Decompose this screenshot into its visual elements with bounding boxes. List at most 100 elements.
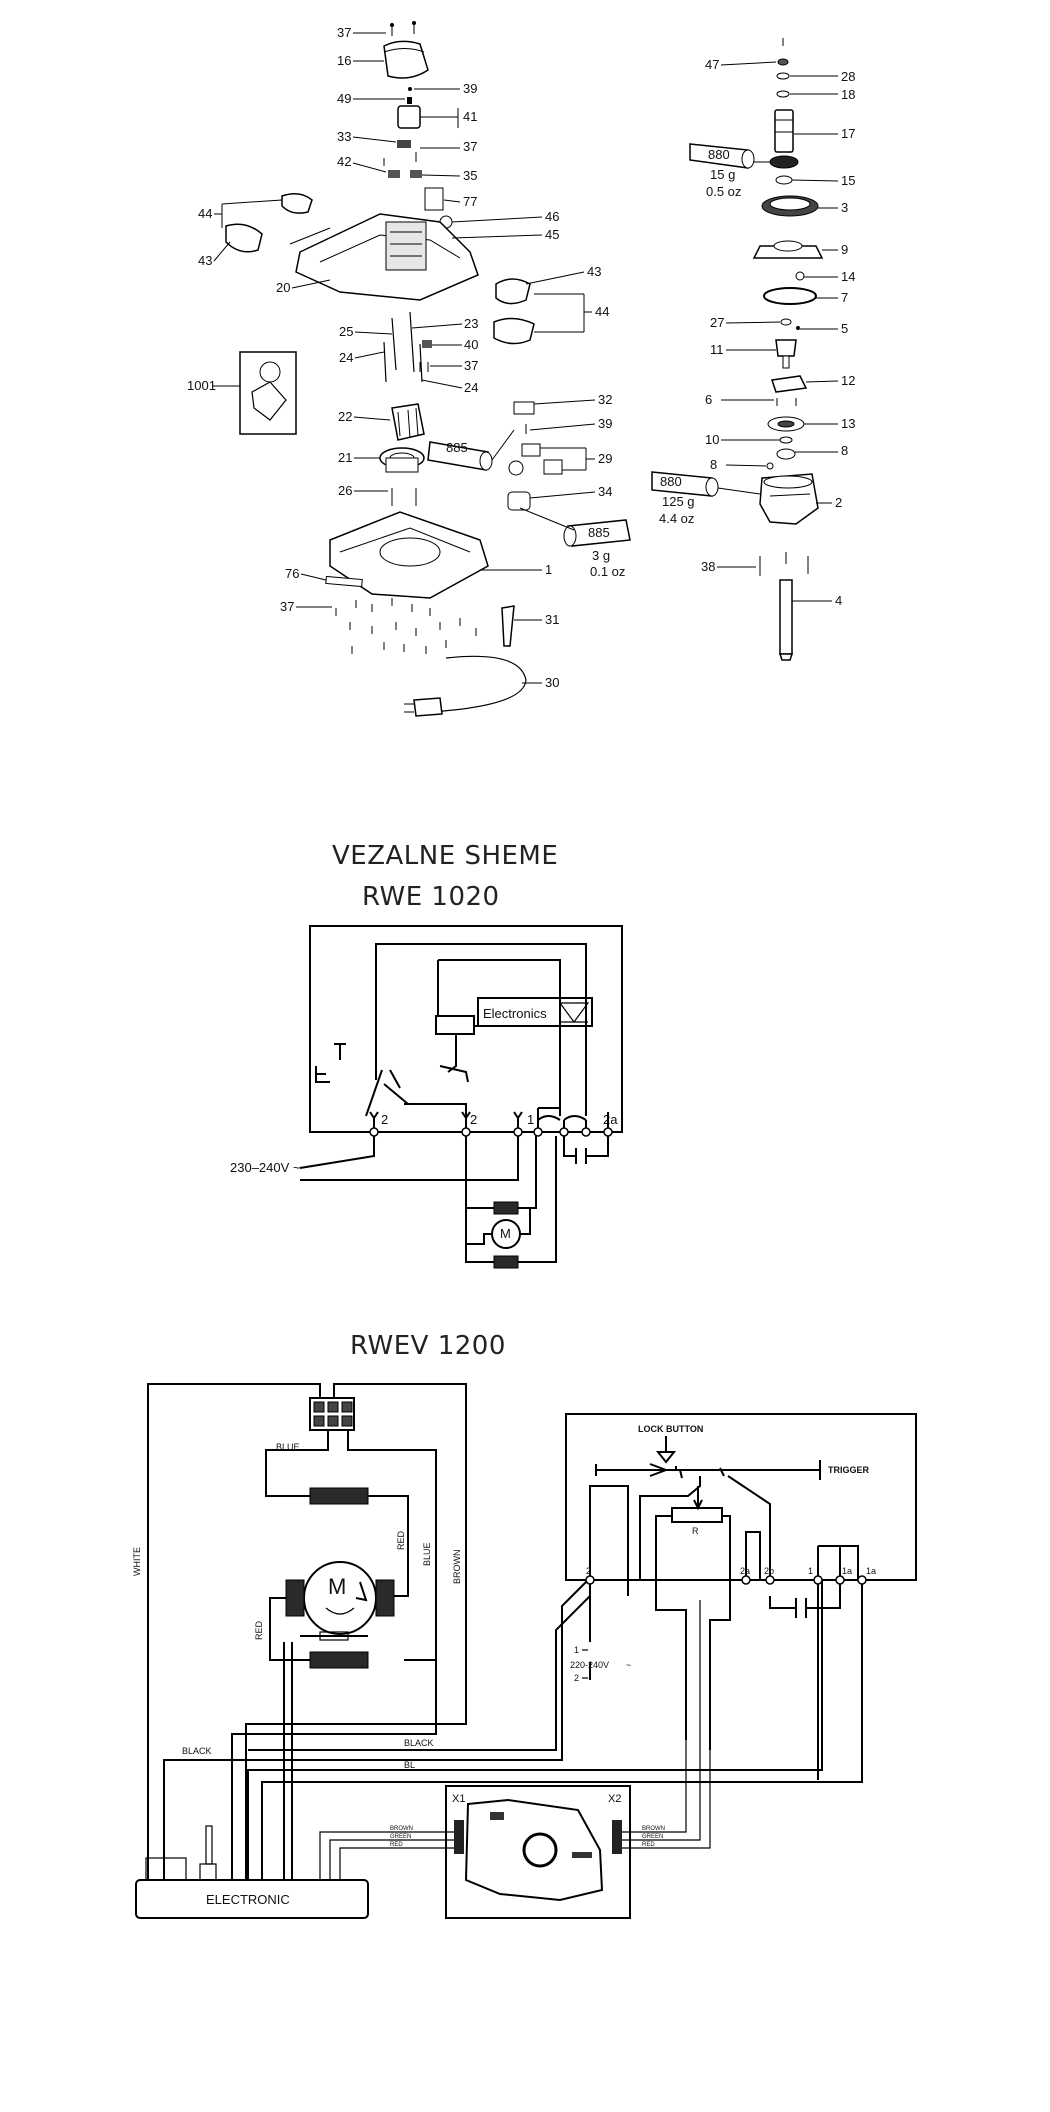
- terminal-label: 1: [808, 1566, 813, 1576]
- grease-qty-oz: 4.4 oz: [659, 511, 694, 526]
- callout: 24: [339, 350, 353, 365]
- callout: 44: [595, 304, 609, 319]
- callout: 23: [464, 316, 478, 331]
- callout: 77: [463, 194, 477, 209]
- supply-symbol: ~: [626, 1660, 631, 1670]
- electronic-box: [135, 1879, 369, 1919]
- terminal-label: 2: [586, 1566, 591, 1576]
- grease-qty-oz: 0.5 oz: [706, 184, 741, 199]
- electronics-label: Electronics: [483, 1006, 547, 1021]
- terminal-row: 2 2a 2b 1 1a 1a: [566, 1566, 916, 1585]
- callout: 28: [841, 69, 855, 84]
- callout: 37: [280, 599, 294, 614]
- pcb-board: [445, 1785, 631, 1919]
- callout: 21: [338, 450, 352, 465]
- part-armature: [774, 109, 794, 153]
- callout: 1001: [187, 378, 216, 393]
- part-handle-right-top: [495, 278, 531, 305]
- callout: 45: [545, 227, 559, 242]
- wire-label-green: GREEN: [390, 1834, 411, 1840]
- wire-label-red: RED: [396, 1530, 406, 1550]
- callout: 34: [598, 484, 612, 499]
- resistor-label: R: [692, 1526, 699, 1536]
- callout: 38: [701, 559, 715, 574]
- wire-label-red: RED: [390, 1842, 403, 1848]
- power-cord: [428, 655, 527, 713]
- supply-label: 230–240V ~: [230, 1160, 301, 1175]
- terminal-label: 2: [470, 1112, 477, 1127]
- supply-pin: 1: [574, 1645, 579, 1655]
- callout: 41: [463, 109, 477, 124]
- pcb-label-x1: X1: [452, 1793, 465, 1805]
- callout: 27: [710, 315, 724, 330]
- callout: 46: [545, 209, 559, 224]
- capacitor: [563, 1136, 609, 1164]
- part-cap: [383, 40, 429, 79]
- wire-label-green: GREEN: [642, 1834, 663, 1840]
- callout: 6: [705, 392, 712, 407]
- callout: 37: [464, 358, 478, 373]
- electronic-label: ELECTRONIC: [206, 1892, 290, 1907]
- wire-label-brown: BROWN: [452, 1550, 462, 1585]
- lock-button: [655, 1436, 677, 1471]
- grease-qty: 3 g: [592, 548, 610, 563]
- wire-label-blue-short: BL: [404, 1760, 415, 1770]
- terminal-label: 2b: [764, 1566, 774, 1576]
- callouts-left: 37 16 39 49 41 33 37 42 35 77 46 45 44 4…: [187, 25, 612, 690]
- electronics-box: [477, 997, 593, 1027]
- callout: 29: [598, 451, 612, 466]
- part-oring: [763, 287, 817, 305]
- callout: 16: [337, 53, 351, 68]
- part-handle-right-bottom: [493, 317, 535, 345]
- wire-label-black: BLACK: [182, 1746, 212, 1756]
- callout: 8: [841, 443, 848, 458]
- callout: 4: [835, 593, 842, 608]
- schematic-model-title: RWEV 1200: [350, 1331, 506, 1361]
- callout: 15: [841, 173, 855, 188]
- main-switch: [315, 1043, 346, 1083]
- callout: 49: [337, 91, 351, 106]
- field-coil-top: [309, 1487, 369, 1505]
- part-stator: [391, 403, 425, 441]
- part-brush-holder: [397, 105, 421, 129]
- part-handle-left-bottom: [225, 223, 263, 253]
- grease-qty: 125 g: [662, 494, 695, 509]
- callout: 32: [598, 392, 612, 407]
- motor-label: M: [500, 1226, 511, 1241]
- wire-label-red: RED: [642, 1842, 655, 1848]
- callout: 44: [198, 206, 212, 221]
- callout: 37: [337, 25, 351, 40]
- wire-label-blue: BLUE: [422, 1542, 432, 1566]
- schematic-heading: VEZALNE SHEME: [332, 841, 558, 871]
- motor-label: M: [328, 1574, 346, 1599]
- callout: 14: [841, 269, 855, 284]
- terminal-label: 2: [381, 1112, 388, 1127]
- callout: 22: [338, 409, 352, 424]
- callout: 3: [841, 200, 848, 215]
- callout: 39: [463, 81, 477, 96]
- callout: 9: [841, 242, 848, 257]
- trigger-label: TRIGGER: [828, 1465, 870, 1475]
- terminal-strip: 2 2 1 2a: [369, 1107, 618, 1137]
- switch-enclosure: [565, 1413, 917, 1581]
- terminal-label: 2a: [740, 1566, 750, 1576]
- field-coil-top: [493, 1201, 519, 1215]
- callout: 1: [545, 562, 552, 577]
- callout: 76: [285, 566, 299, 581]
- schematic-rwev-1200: RWEV 1200 WHITE BROWN BLUE BLUE RED M RE: [132, 1331, 917, 1919]
- screws-field: [335, 598, 477, 654]
- exploded-view-right: 880 15 g 0.5 oz: [651, 38, 824, 661]
- callout: 20: [276, 280, 290, 295]
- callout: 8: [710, 457, 717, 472]
- grease-code: 880: [708, 147, 730, 162]
- callout: 25: [339, 324, 353, 339]
- callout: 17: [841, 126, 855, 141]
- callout: 26: [338, 483, 352, 498]
- supply-pin: 2: [574, 1673, 579, 1683]
- field-coil-bottom: [309, 1651, 369, 1669]
- terminal-label: 2a: [603, 1112, 618, 1127]
- schematic-enclosure: [309, 925, 623, 1133]
- callout: 33: [337, 129, 351, 144]
- terminal-label: 1a: [842, 1566, 852, 1576]
- schematic-rwe-1020: VEZALNE SHEME RWE 1020 Electronics 2 2 1…: [230, 841, 623, 1269]
